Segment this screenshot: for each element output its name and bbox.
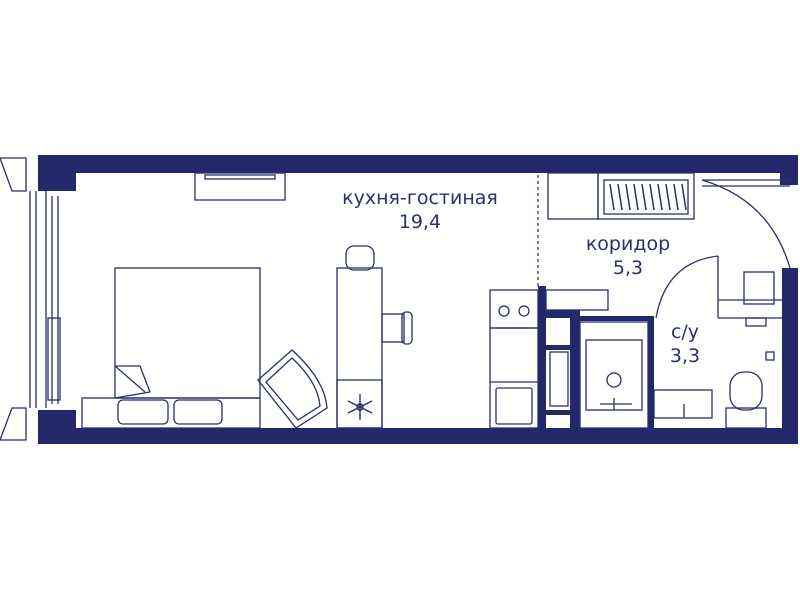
room-label-bathroom: с/у 3,3 <box>650 320 720 368</box>
room-name-corridor: коридор <box>585 233 671 255</box>
room-label-living: кухня-гостиная 19,4 <box>320 186 520 234</box>
room-name-bathroom: с/у <box>670 321 700 343</box>
wardrobe-hangers <box>609 183 687 211</box>
room-label-corridor: коридор 5,3 <box>568 232 688 280</box>
room-area-corridor: 5,3 <box>612 257 644 279</box>
snowflake-icon <box>347 394 373 420</box>
exterior-walls <box>38 155 798 444</box>
thin-lines <box>0 157 791 441</box>
room-area-living: 19,4 <box>398 211 442 233</box>
room-name-living: кухня-гостиная <box>342 187 498 209</box>
room-area-bathroom: 3,3 <box>669 345 701 367</box>
